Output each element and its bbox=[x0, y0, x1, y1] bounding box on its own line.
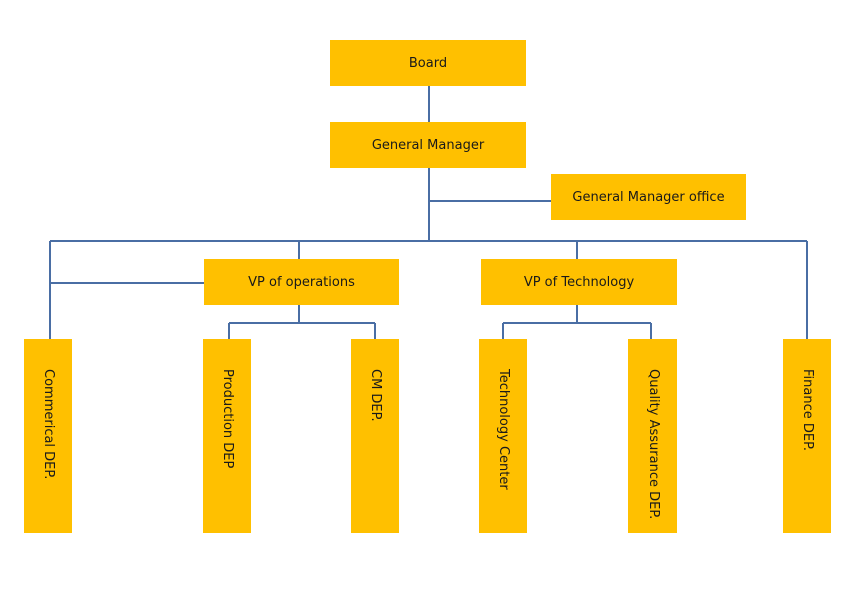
node-finance: Finance DEP. bbox=[783, 339, 831, 533]
node-board: Board bbox=[330, 40, 526, 86]
node-commercial-label: Commerical DEP. bbox=[41, 369, 56, 480]
node-finance-label: Finance DEP. bbox=[800, 369, 815, 452]
node-cm-label: CM DEP. bbox=[368, 369, 383, 422]
node-technology-center-label: Technology Center bbox=[496, 369, 511, 490]
node-vp-operations: VP of operations bbox=[204, 259, 399, 305]
node-cm: CM DEP. bbox=[351, 339, 399, 533]
node-gm-office: General Manager office bbox=[551, 174, 746, 220]
node-production-label: Production DEP bbox=[220, 369, 235, 469]
node-technology-center: Technology Center bbox=[479, 339, 527, 533]
node-vp-technology: VP of Technology bbox=[481, 259, 677, 305]
node-quality-assurance-label: Quality Assurance DEP. bbox=[645, 369, 661, 520]
node-general-manager: General Manager bbox=[330, 122, 526, 168]
node-quality-assurance: Quality Assurance DEP. bbox=[628, 339, 677, 533]
node-production: Production DEP bbox=[203, 339, 251, 533]
node-commercial: Commerical DEP. bbox=[24, 339, 72, 533]
